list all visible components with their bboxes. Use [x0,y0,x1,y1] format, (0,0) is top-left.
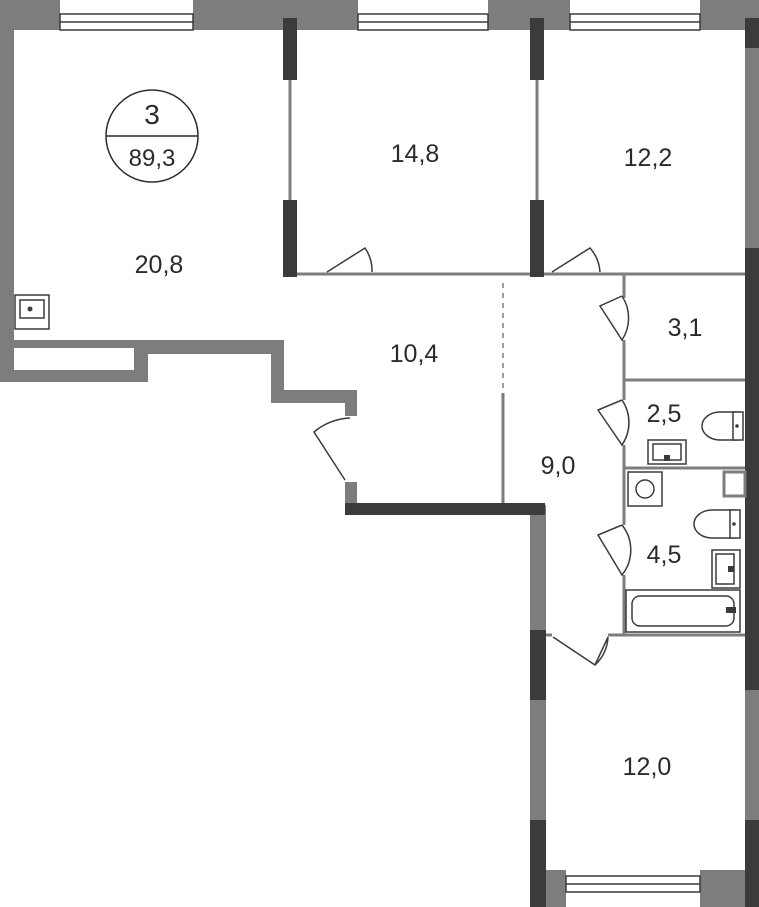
room-area-hall: 10,4 [390,340,439,368]
room-area-bedroom-middle: 14,8 [391,140,440,168]
interior-walls [14,80,747,637]
bathroom-sink-icon [711,549,741,589]
door-bedroom-bottom [552,636,609,667]
fixtures [14,294,744,633]
room-area-bedroom-right: 12,2 [624,144,673,172]
door-storage [598,295,630,342]
room-area-living: 20,8 [135,251,184,279]
washing-machine-icon [627,471,663,507]
bathtub-icon [625,589,741,633]
room-area-bathroom: 4,5 [647,541,682,569]
door-bedroom-right [551,247,601,273]
door-toilet [596,399,630,447]
door-entrance [313,417,351,481]
room-labels: 20,8 14,8 12,2 10,4 9,0 3,1 2,5 4,5 12,0 [135,140,703,781]
total-area: 89,3 [129,145,176,172]
room-area-corridor: 9,0 [541,452,576,480]
room-area-bedroom-bottom: 12,0 [623,753,672,781]
door-bedroom-middle [326,246,373,273]
room-area-toilet: 2,5 [647,400,682,428]
window-living [59,13,194,31]
rooms-count: 3 [144,99,160,130]
doors [313,246,632,667]
sink-icon [647,439,687,465]
apartment-badge: 3 89,3 [105,89,199,183]
window-bedroom-middle [357,13,489,31]
structural-walls [283,18,759,907]
window-bedroom-bottom [565,875,701,893]
kitchen-sink-icon [14,294,50,330]
room-area-storage: 3,1 [668,314,703,342]
door-bathroom [596,524,632,577]
window-bedroom-right [569,13,701,31]
toilet-bathroom-icon [693,509,741,539]
toilet-icon [701,411,744,441]
windows [59,13,701,893]
